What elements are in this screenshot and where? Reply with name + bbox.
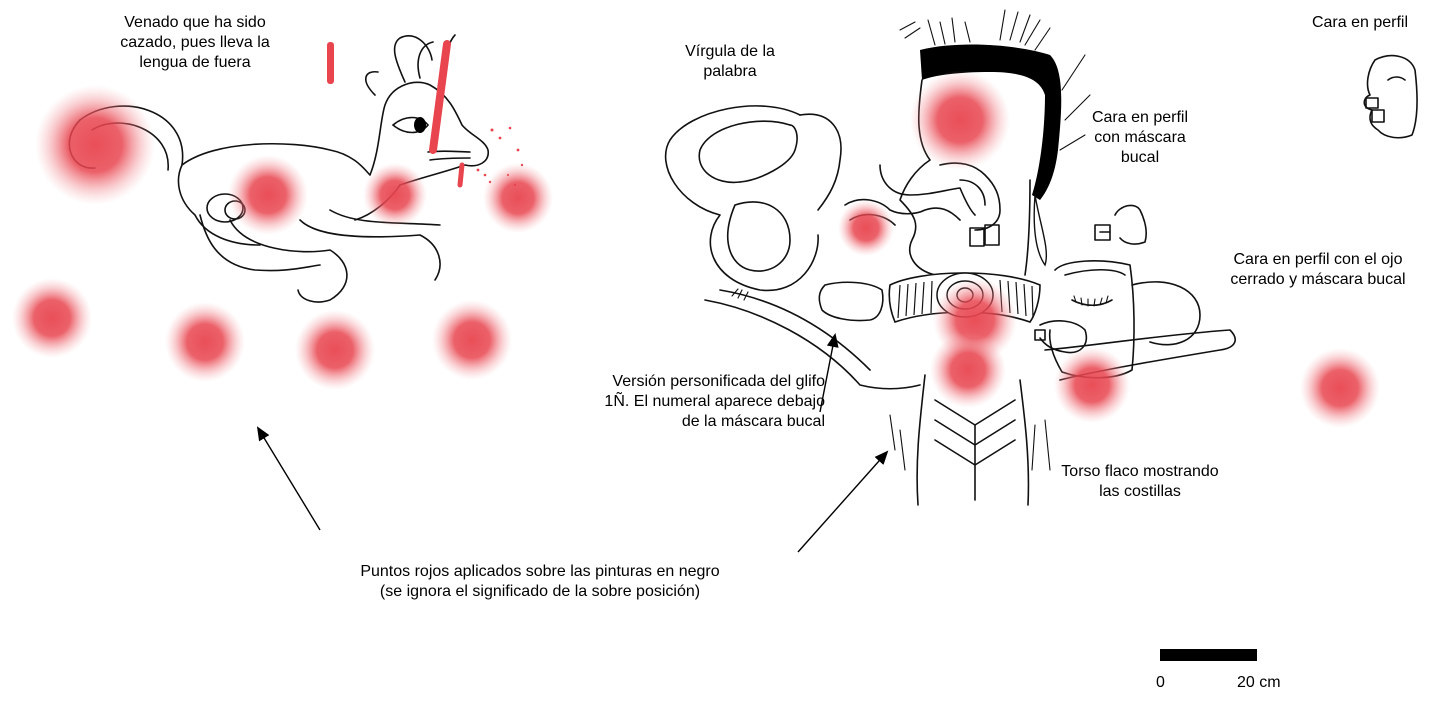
red-dot xyxy=(930,332,1006,408)
red-dot xyxy=(295,310,375,390)
red-dot xyxy=(165,302,245,382)
tiny-face-drawing xyxy=(1094,204,1147,245)
arrow-puntos-left xyxy=(256,426,321,531)
label-cara-ojo-cerrado: Cara en perfil con el ojo cerrado y másc… xyxy=(1230,251,1406,288)
arrow-glifo xyxy=(819,333,839,413)
red-dot xyxy=(432,300,512,380)
red-dot xyxy=(910,70,1010,170)
red-dots xyxy=(12,70,1380,428)
label-puntos: Puntos rojos aplicados sobre las pintura… xyxy=(360,563,720,600)
closed-eye-face-drawing xyxy=(1034,260,1201,379)
red-dot xyxy=(12,278,92,358)
label-venado: Venado que ha sido cazado, pues lleva la… xyxy=(120,14,270,71)
red-dot xyxy=(1300,348,1380,428)
label-torso: Torso flaco mostrando las costillas xyxy=(1061,463,1219,500)
small-face-drawing xyxy=(1363,54,1418,139)
red-dot xyxy=(483,163,553,233)
red-dot xyxy=(228,155,308,235)
scale-end-label: 20 cm xyxy=(1237,674,1281,691)
arrow-puntos-right xyxy=(797,450,889,553)
label-virgula: Vírgula de la palabra xyxy=(685,43,775,80)
red-dot xyxy=(1054,347,1130,423)
red-dot xyxy=(838,200,894,256)
scale-start-label: 0 xyxy=(1156,674,1165,691)
red-dot xyxy=(35,85,155,205)
label-cara-mascara: Cara en perfil con máscara bucal xyxy=(1091,109,1189,166)
scale-bar xyxy=(1160,649,1257,661)
label-cara-perfil: Cara en perfil xyxy=(1311,14,1409,31)
arrows xyxy=(256,333,889,553)
red-dot xyxy=(363,163,427,227)
label-glifo: Versión personificada del glifo 1Ñ. El n… xyxy=(604,373,825,430)
deer-drawing xyxy=(68,34,524,303)
